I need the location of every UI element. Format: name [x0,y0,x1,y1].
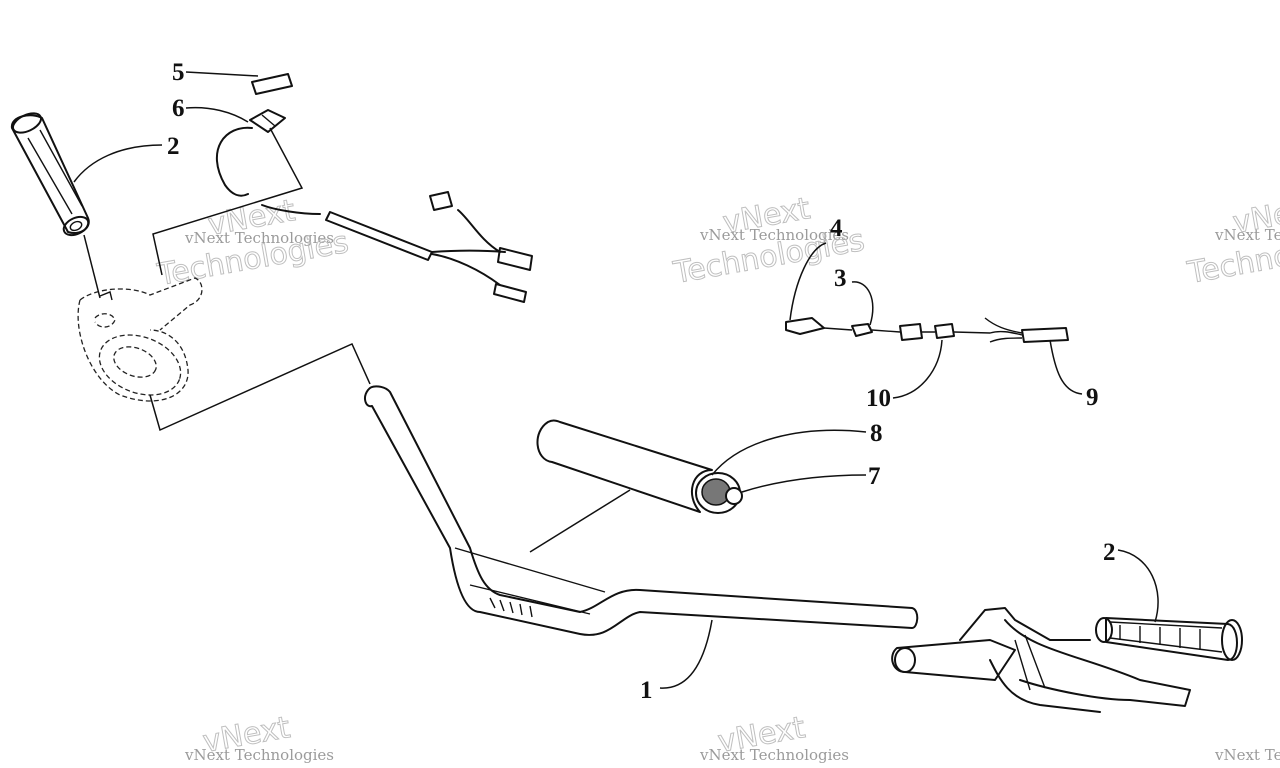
callout-2-left: 2 [167,133,180,160]
watermark-bottom-right: vNext Technologies [1214,746,1280,764]
callout-7: 7 [868,463,881,490]
switch-wire [215,109,286,197]
watermark-big-top: vNext [1230,191,1280,241]
callout-9: 9 [1086,384,1099,411]
assembly-lines-left [83,127,371,432]
callout-8: 8 [870,420,883,447]
left-grip [10,112,90,237]
watermark-top-left: vNext Technologies vNext Technologies [154,193,352,294]
wire-harness [261,191,533,303]
callout-10: 10 [866,385,891,412]
callout-2-right: 2 [1103,539,1116,566]
bar-pad [536,419,743,514]
leader-lines [73,71,1159,689]
watermark-small-text: vNext Technologies [1214,226,1280,244]
brake-lever-assembly [891,607,1191,713]
throttle-housing [77,277,203,402]
watermark-small-text: vNext Technologies [699,226,849,244]
watermark-small-text: vNext Technologies [1214,746,1280,764]
callout-3: 3 [834,265,847,292]
watermark-small-text: vNext Technologies [184,229,334,247]
callout-6: 6 [172,95,185,122]
callout-labels: 1 2 2 3 4 5 6 7 8 9 10 [167,59,1116,704]
watermark-small-text: vNext Technologies [699,746,849,764]
watermark-top-center: vNext Technologies vNext Technologies [670,191,868,292]
watermark-bottom-center: vNext Technologies vNext [699,710,849,764]
right-grip [1095,617,1243,661]
watermark-top-right: vNext Technologies vNext Technologies [1184,191,1280,292]
connector-string [785,317,1069,343]
switch-pad [251,73,293,95]
callout-1: 1 [640,677,653,704]
callout-4: 4 [830,215,843,242]
handlebar [364,385,919,636]
watermark-small-text: vNext Technologies [184,746,334,764]
watermark-bottom-left: vNext Technologies vNext [184,710,334,764]
callout-5: 5 [172,59,185,86]
